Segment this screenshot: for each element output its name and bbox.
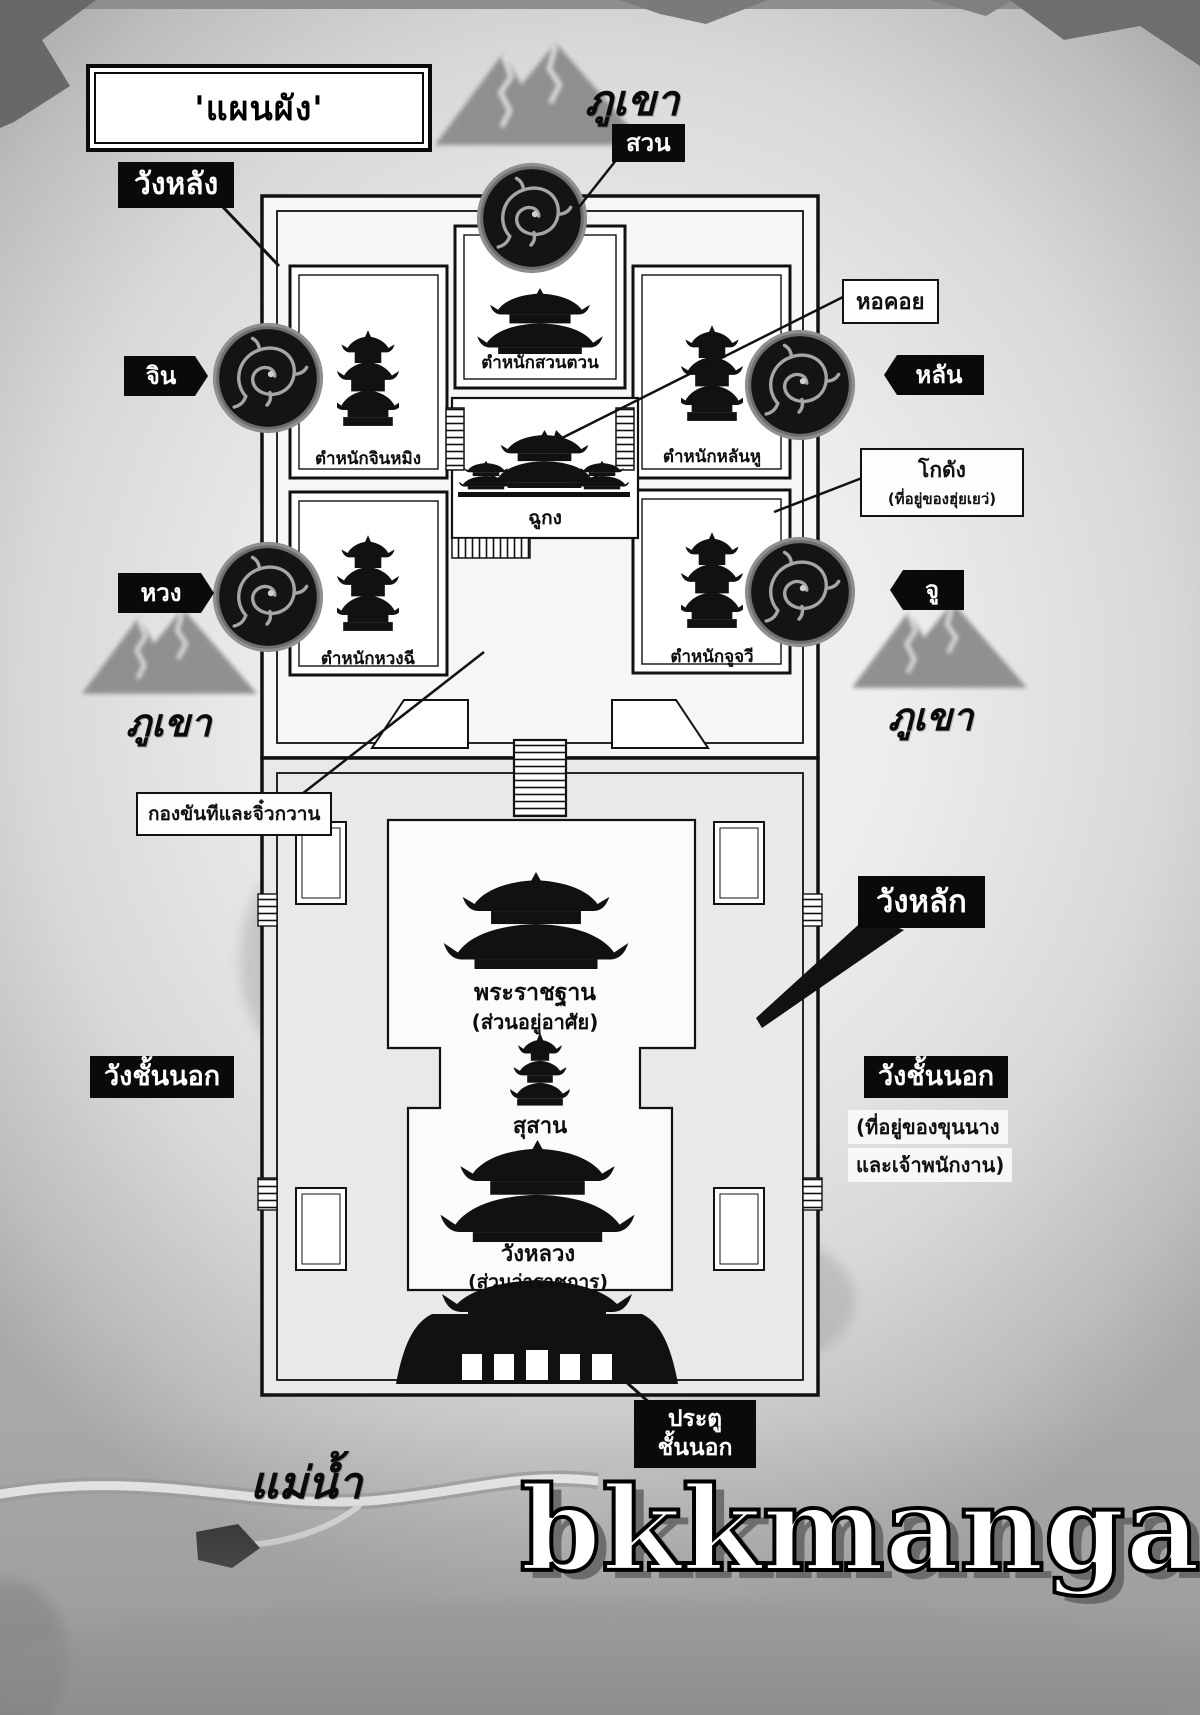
ju-jawi-hall-label: ตำหนักจูจวี bbox=[670, 647, 754, 667]
royal-court-label: วังหลวง (ส่วนว่าราชการ) bbox=[468, 1240, 608, 1295]
mountain-right-label: ภูเขา bbox=[888, 695, 974, 739]
corridor-left bbox=[445, 407, 465, 471]
outer-palace-note-line1: (ที่อยู่ของขุนนาง bbox=[848, 1110, 1008, 1144]
main-palace-callout: วังหลัก bbox=[858, 876, 985, 928]
chu-gong-terrace bbox=[458, 492, 630, 497]
eunuch-callout: กองขันทีและจิ๋วกวาน bbox=[136, 792, 333, 836]
dragon-medallion-lan bbox=[743, 328, 857, 442]
ju-tag: จู bbox=[890, 570, 964, 610]
suan-tuan-hall-label: ตำหนักสวนตวน bbox=[481, 353, 599, 373]
tower-callout: หอคอย bbox=[842, 279, 939, 324]
huang-tag: หวง bbox=[118, 573, 214, 613]
royal-residence-name: พระราชฐาน bbox=[473, 980, 597, 1006]
huang-qi-hall-label: ตำหนักหวงฉี bbox=[320, 649, 416, 669]
page-title-box: 'แผนผัง' bbox=[86, 64, 432, 152]
lan-hu-hall-label: ตำหนักหลันหู bbox=[662, 447, 762, 467]
outer-palace-right-callout: วังชั้นนอก bbox=[864, 1056, 1009, 1098]
royal-court-name: วังหลวง bbox=[500, 1242, 576, 1267]
dragon-medallion-jin bbox=[211, 321, 325, 435]
river-label: แม่น้ำ bbox=[250, 1458, 363, 1509]
staircase bbox=[512, 738, 568, 818]
corridor-bottom bbox=[451, 537, 531, 559]
tomb-label: สุสาน bbox=[512, 1114, 568, 1139]
gate-wing-right bbox=[611, 699, 710, 749]
page-title: 'แผนผัง' bbox=[94, 72, 424, 144]
warehouse-callout: โกดัง (ที่อยู่ของฮุ่ยเยว่) bbox=[860, 448, 1024, 517]
outer-palace-note: (ที่อยู่ของขุนนาง และเจ้าพนักงาน) bbox=[848, 1106, 1013, 1182]
mountain-right-art bbox=[852, 600, 1027, 688]
jin-tag: จิน bbox=[124, 356, 208, 396]
river-rock bbox=[196, 1524, 260, 1568]
chu-gong-label: ฉูกง bbox=[528, 507, 562, 529]
gate-doors bbox=[462, 1350, 612, 1380]
garden-callout: สวน bbox=[612, 124, 685, 162]
warehouse-title: โกดัง bbox=[918, 458, 966, 482]
mountain-top-label: ภูเขา bbox=[585, 76, 680, 125]
watermark: bkkmanga bbox=[518, 1460, 1200, 1600]
royal-residence-note: (ส่วนอยู่อาศัย) bbox=[471, 1010, 599, 1035]
outer-gate-building bbox=[396, 1280, 678, 1384]
outer-gate-callout: ประตู ชั้นนอก bbox=[634, 1400, 756, 1468]
lan-tag: หลัน bbox=[884, 355, 984, 395]
dragon-medallion-ju bbox=[743, 535, 857, 649]
dragon-medallion-top bbox=[475, 161, 589, 275]
outer-palace-note-line2: และเจ้าพนักงาน) bbox=[848, 1148, 1013, 1182]
dragon-medallion-huang bbox=[211, 540, 325, 654]
warehouse-note: (ที่อยู่ของฮุ่ยเยว่) bbox=[887, 490, 997, 508]
outer-gate-line2: ชั้นนอก bbox=[657, 1434, 733, 1461]
mountain-left-label: ภูเขา bbox=[126, 701, 212, 745]
corridor-right bbox=[615, 407, 635, 471]
gate-wing-left bbox=[370, 699, 469, 749]
outer-gate-line1: ประตู bbox=[667, 1406, 723, 1432]
jin-ming-hall-label: ตำหนักจินหมิง bbox=[314, 449, 422, 469]
royal-court-note: (ส่วนว่าราชการ) bbox=[467, 1270, 609, 1293]
royal-residence-label: พระราชฐาน (ส่วนอยู่อาศัย) bbox=[472, 978, 599, 1036]
wall-gates bbox=[257, 893, 823, 1211]
outer-palace-left-callout: วังชั้นนอก bbox=[90, 1056, 235, 1098]
rear-palace-callout: วังหลัง bbox=[118, 162, 235, 208]
